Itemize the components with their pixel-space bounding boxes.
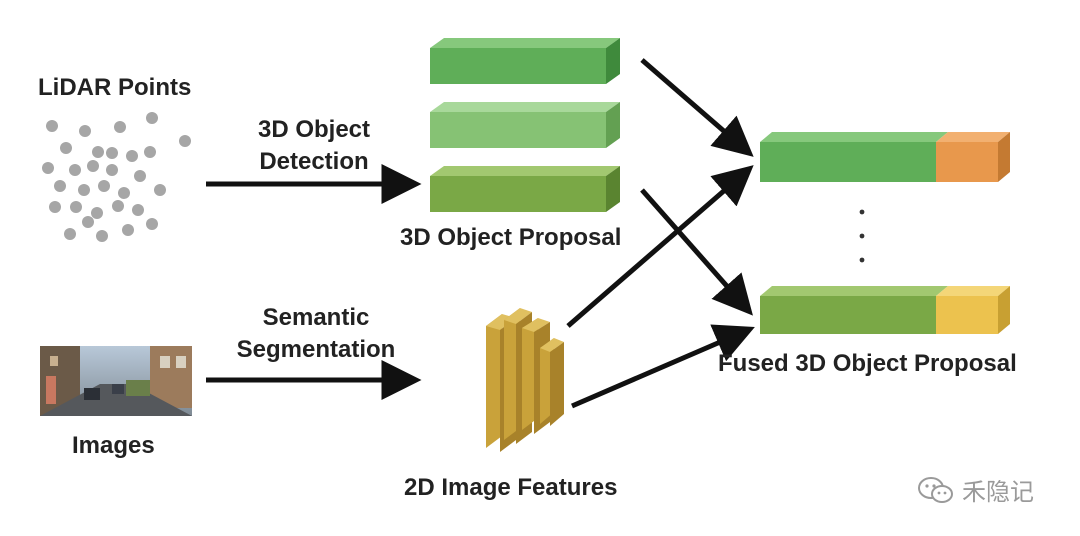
features-label: 2D Image Features bbox=[404, 474, 618, 501]
watermark: 禾隐记 bbox=[916, 472, 1034, 507]
fusion-arrow-2 bbox=[640, 188, 753, 316]
detection-label: 3D Object Detection bbox=[232, 114, 396, 178]
detection-label-line2: Detection bbox=[259, 148, 369, 175]
proposal-box-1 bbox=[430, 38, 620, 84]
fusion-arrow-1 bbox=[640, 58, 754, 157]
feature-maps bbox=[486, 308, 564, 452]
feature-slab-4 bbox=[540, 338, 564, 426]
proposal-box-3 bbox=[430, 166, 620, 212]
images-label: Images bbox=[72, 432, 155, 459]
proposal-label: 3D Object Proposal bbox=[400, 224, 622, 251]
watermark-text: 禾隐记 bbox=[962, 478, 1034, 506]
fused-proposal-label: Fused 3D Object Proposal bbox=[718, 350, 1017, 377]
street-image bbox=[40, 346, 192, 416]
fused-proposal-bar-2 bbox=[760, 286, 1010, 334]
wechat-icon bbox=[918, 476, 953, 503]
lidar-points-label: LiDAR Points bbox=[38, 74, 192, 101]
lidar-point-cloud bbox=[42, 112, 191, 242]
fusion-arrow-3 bbox=[566, 165, 754, 328]
segmentation-label: Semantic Segmentation bbox=[218, 302, 414, 366]
fusion-arrow-4 bbox=[571, 324, 755, 409]
ellipsis-dots bbox=[859, 209, 865, 263]
fused-proposal-bar-1 bbox=[760, 132, 1010, 182]
proposal-box-2 bbox=[430, 102, 620, 148]
segmentation-label-line2: Segmentation bbox=[236, 336, 396, 363]
segmentation-label-line1: Semantic bbox=[262, 304, 370, 331]
detection-label-line1: 3D Object bbox=[257, 116, 371, 143]
